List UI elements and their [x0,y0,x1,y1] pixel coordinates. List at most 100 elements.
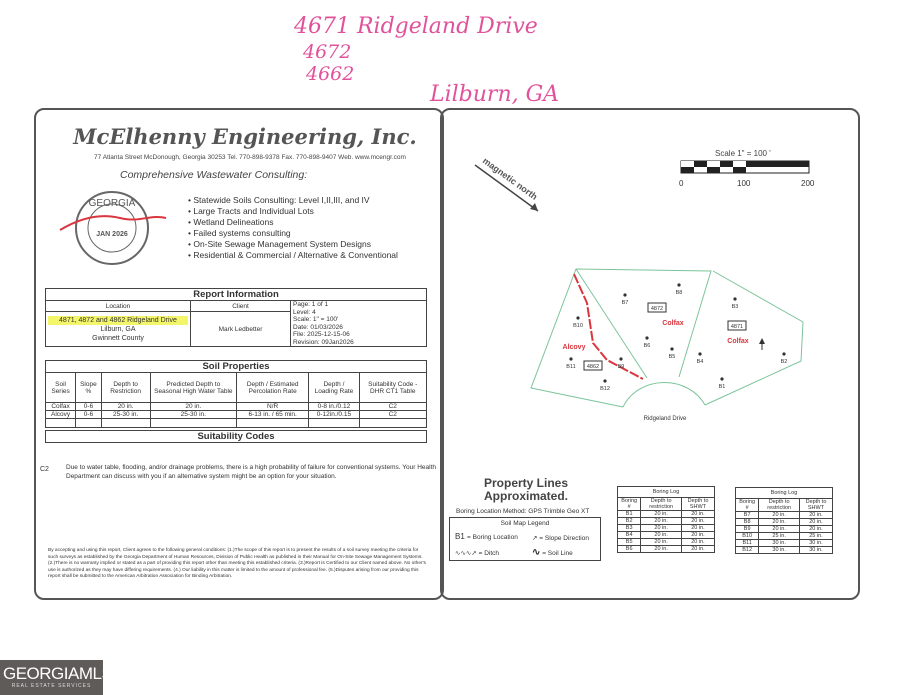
svg-text:B11: B11 [566,364,575,370]
boring-b12: B12 [600,379,610,392]
svg-text:B6: B6 [644,343,651,349]
slope-direction-legend: ↗ = Slope Direction [532,535,589,542]
north-arrow [474,164,539,212]
north-label: magnetic north [481,156,539,202]
service-item: Residential & Commercial / Alternative &… [188,250,398,261]
services-subtitle: Comprehensive Wastewater Consulting: [120,169,308,181]
service-item: On-Site Sewage Management System Designs [188,239,398,250]
soil-label: Colfax [662,320,684,327]
svg-text:B5: B5 [669,354,676,360]
scale-label: Scale 1" = 100 ' [715,149,771,158]
svg-text:GEORGIA: GEORGIA [89,198,136,209]
svg-text:B7: B7 [622,300,629,306]
boring-b1: B1 [719,377,726,390]
ditch-icon: ∿∿∿➚ [455,550,477,557]
suitability-text: Due to water table, flooding, and/or dra… [66,464,436,480]
handwritten-number-2: 4672 [303,41,352,63]
street-label: Ridgeland Drive [644,416,687,422]
scale-bar [680,160,810,174]
soil-properties-title: Soil Properties [45,360,427,373]
property-lines [530,268,804,408]
slope-arrow-icon: ↗ [532,535,538,542]
soil-label: Alcovy [563,344,586,351]
client-header: Client [190,300,291,312]
company-address: 77 Atlanta Street McDonough, Georgia 302… [94,154,406,161]
svg-text:B1: B1 [719,384,726,390]
service-item: Large Tracts and Individual Lots [188,206,398,217]
soil-line [573,273,644,380]
scale-tick: 200 [801,179,815,188]
company-name: McElhenny Engineering, Inc. [73,124,417,149]
service-item: Failed systems consulting [188,228,398,239]
report-info-title: Report Information [45,288,427,301]
boring-b10: B10 [573,316,583,329]
service-item: Statewide Soils Consulting: Level I,II,I… [188,195,398,206]
svg-text:JAN 2026: JAN 2026 [96,231,128,238]
scale-tick: 100 [737,179,751,188]
suitability-title: Suitability Codes [45,430,427,443]
boring-b2: B2 [781,352,788,365]
lot-label: 4872 [651,306,663,312]
suitability-code: C2 [40,466,49,473]
handwritten-address: 4671 Ridgeland Drive [294,14,538,39]
client-value: Mark Ledbetter [190,311,291,347]
boring-b11: B11 [566,357,576,370]
services-list: Statewide Soils Consulting: Level I,II,I… [188,195,398,261]
svg-text:B8: B8 [676,290,683,296]
boring-b7: B7 [622,293,629,306]
legend-title: Soil Map Legend [500,520,550,527]
right-panel-frame [440,108,860,600]
boring-location-legend: B1 = Boring Location [455,532,518,541]
boring-b8: B8 [676,283,683,296]
boring-b5: B5 [669,347,676,360]
location-header: Location [45,300,191,312]
handwritten-city: Lilburn, GA [430,82,560,107]
soil-line-legend: ∿ = Soil Line [532,547,573,558]
svg-text:B3: B3 [732,304,739,310]
boring-b4: B4 [697,352,704,365]
svg-text:B9: B9 [618,364,625,370]
boring-b9: B9 [618,357,625,370]
soil-line-icon: ∿ [532,547,541,558]
boring-method: Boring Location Method: GPS Trimble Geo … [456,508,590,515]
boring-b6: B6 [644,336,651,349]
lot-label: 4862 [587,364,599,370]
soil-label: Colfax [727,338,749,345]
svg-text:B12: B12 [600,386,610,392]
handwritten-number-3: 4662 [306,63,355,85]
disclaimer: By accepting and using this report, Clie… [48,548,426,579]
georgia-mls-watermark: GEORGIAMLS REAL ESTATE SERVICES [0,660,113,695]
engineer-seal: GEORGIA JAN 2026 [59,191,167,265]
scale-tick: 0 [679,179,684,188]
soil-map: magnetic north Scale 1" = 100 ' 0 100 20… [474,149,815,422]
service-item: Wetland Delineations [188,217,398,228]
svg-text:B2: B2 [781,359,788,365]
table-row [44,418,427,428]
svg-text:B10: B10 [573,323,583,329]
soil-map-legend: Soil Map Legend B1 = Boring Location ↗ =… [449,517,601,561]
lot-label: 4871 [731,324,743,330]
ditch-legend: ∿∿∿➚ = Ditch [455,550,500,557]
svg-text:B4: B4 [697,359,704,365]
